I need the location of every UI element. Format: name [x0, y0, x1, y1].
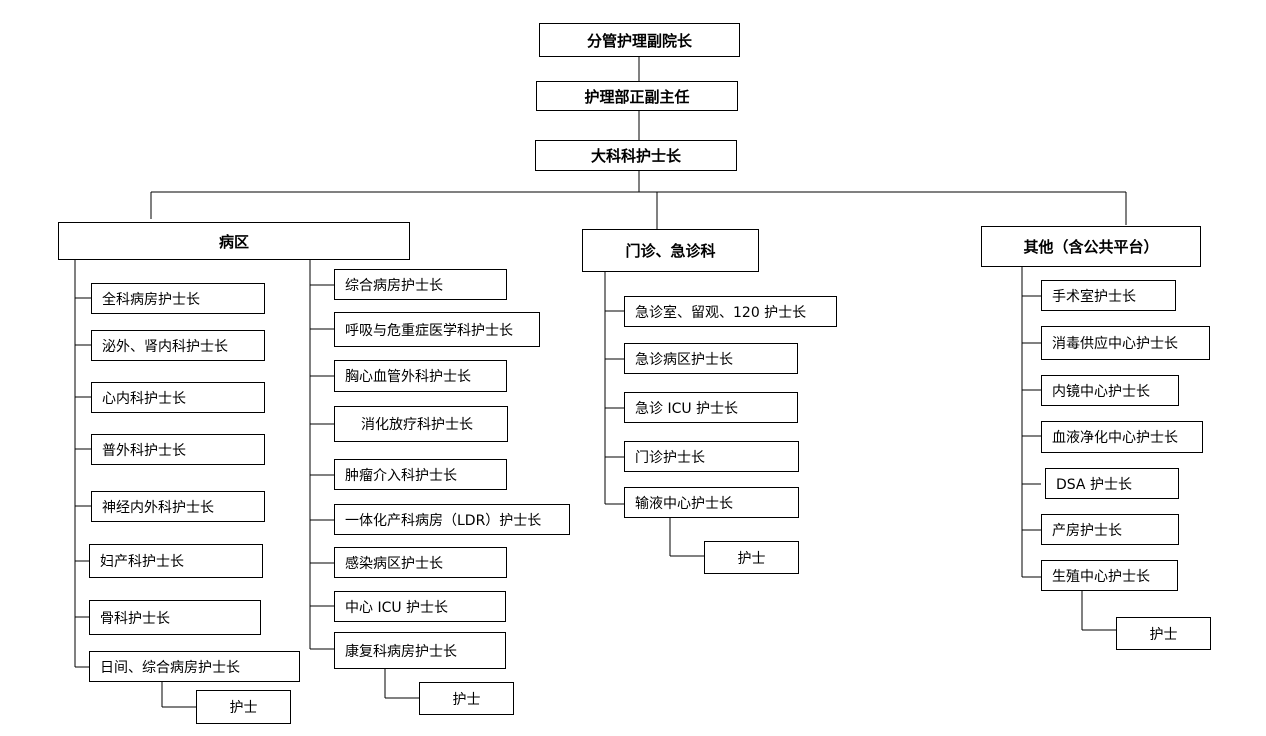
- ward-right-item: 康复科病房护士长: [334, 632, 506, 669]
- ward-left-item: 泌外、肾内科护士长: [91, 330, 265, 361]
- ward-left-item: 普外科护士长: [91, 434, 265, 465]
- outpatient-branch-node: 门诊、急诊科: [582, 229, 759, 272]
- other-item: 手术室护士长: [1041, 280, 1176, 311]
- ward-right-item: 消化放疗科护士长: [334, 406, 508, 442]
- dept-head-nurse-node: 大科科护士长: [535, 140, 737, 171]
- ward-left-item: 日间、综合病房护士长: [89, 651, 300, 682]
- other-item: 血液净化中心护士长: [1041, 421, 1203, 453]
- other-item: DSA 护士长: [1045, 468, 1179, 499]
- nursing-directors-node: 护理部正副主任: [536, 81, 738, 111]
- ward-right-item: 感染病区护士长: [334, 547, 507, 578]
- ward-right-item: 一体化产科病房（LDR）护士长: [334, 504, 570, 535]
- other-item: 产房护士长: [1041, 514, 1179, 545]
- ward-left-item: 妇产科护士长: [89, 544, 263, 578]
- outpatient-item: 急诊病区护士长: [624, 343, 798, 374]
- outpatient-item: 输液中心护士长: [624, 487, 799, 518]
- ward-left-item: 全科病房护士长: [91, 283, 265, 314]
- ward-left-item: 心内科护士长: [91, 382, 265, 413]
- ward-right-nurse: 护士: [419, 682, 514, 715]
- ward-right-item: 肿瘤介入科护士长: [334, 459, 507, 490]
- ward-right-item: 呼吸与危重症医学科护士长: [334, 312, 540, 347]
- vice-president-node: 分管护理副院长: [539, 23, 740, 57]
- other-item: 生殖中心护士长: [1041, 560, 1178, 591]
- outpatient-item: 门诊护士长: [624, 441, 799, 472]
- other-item: 内镜中心护士长: [1041, 375, 1179, 406]
- ward-right-item: 中心 ICU 护士长: [334, 591, 506, 622]
- outpatient-nurse: 护士: [704, 541, 799, 574]
- ward-right-item: 胸心血管外科护士长: [334, 360, 507, 392]
- ward-right-item: 综合病房护士长: [334, 269, 507, 300]
- ward-left-item: 骨科护士长: [89, 600, 261, 635]
- ward-branch-node: 病区: [58, 222, 410, 260]
- ward-left-nurse: 护士: [196, 690, 291, 724]
- other-nurse: 护士: [1116, 617, 1211, 650]
- ward-left-item: 神经内外科护士长: [91, 491, 265, 522]
- outpatient-item: 急诊 ICU 护士长: [624, 392, 798, 423]
- other-branch-node: 其他（含公共平台）: [981, 226, 1201, 267]
- other-item: 消毒供应中心护士长: [1041, 326, 1210, 360]
- outpatient-item: 急诊室、留观、120 护士长: [624, 296, 837, 327]
